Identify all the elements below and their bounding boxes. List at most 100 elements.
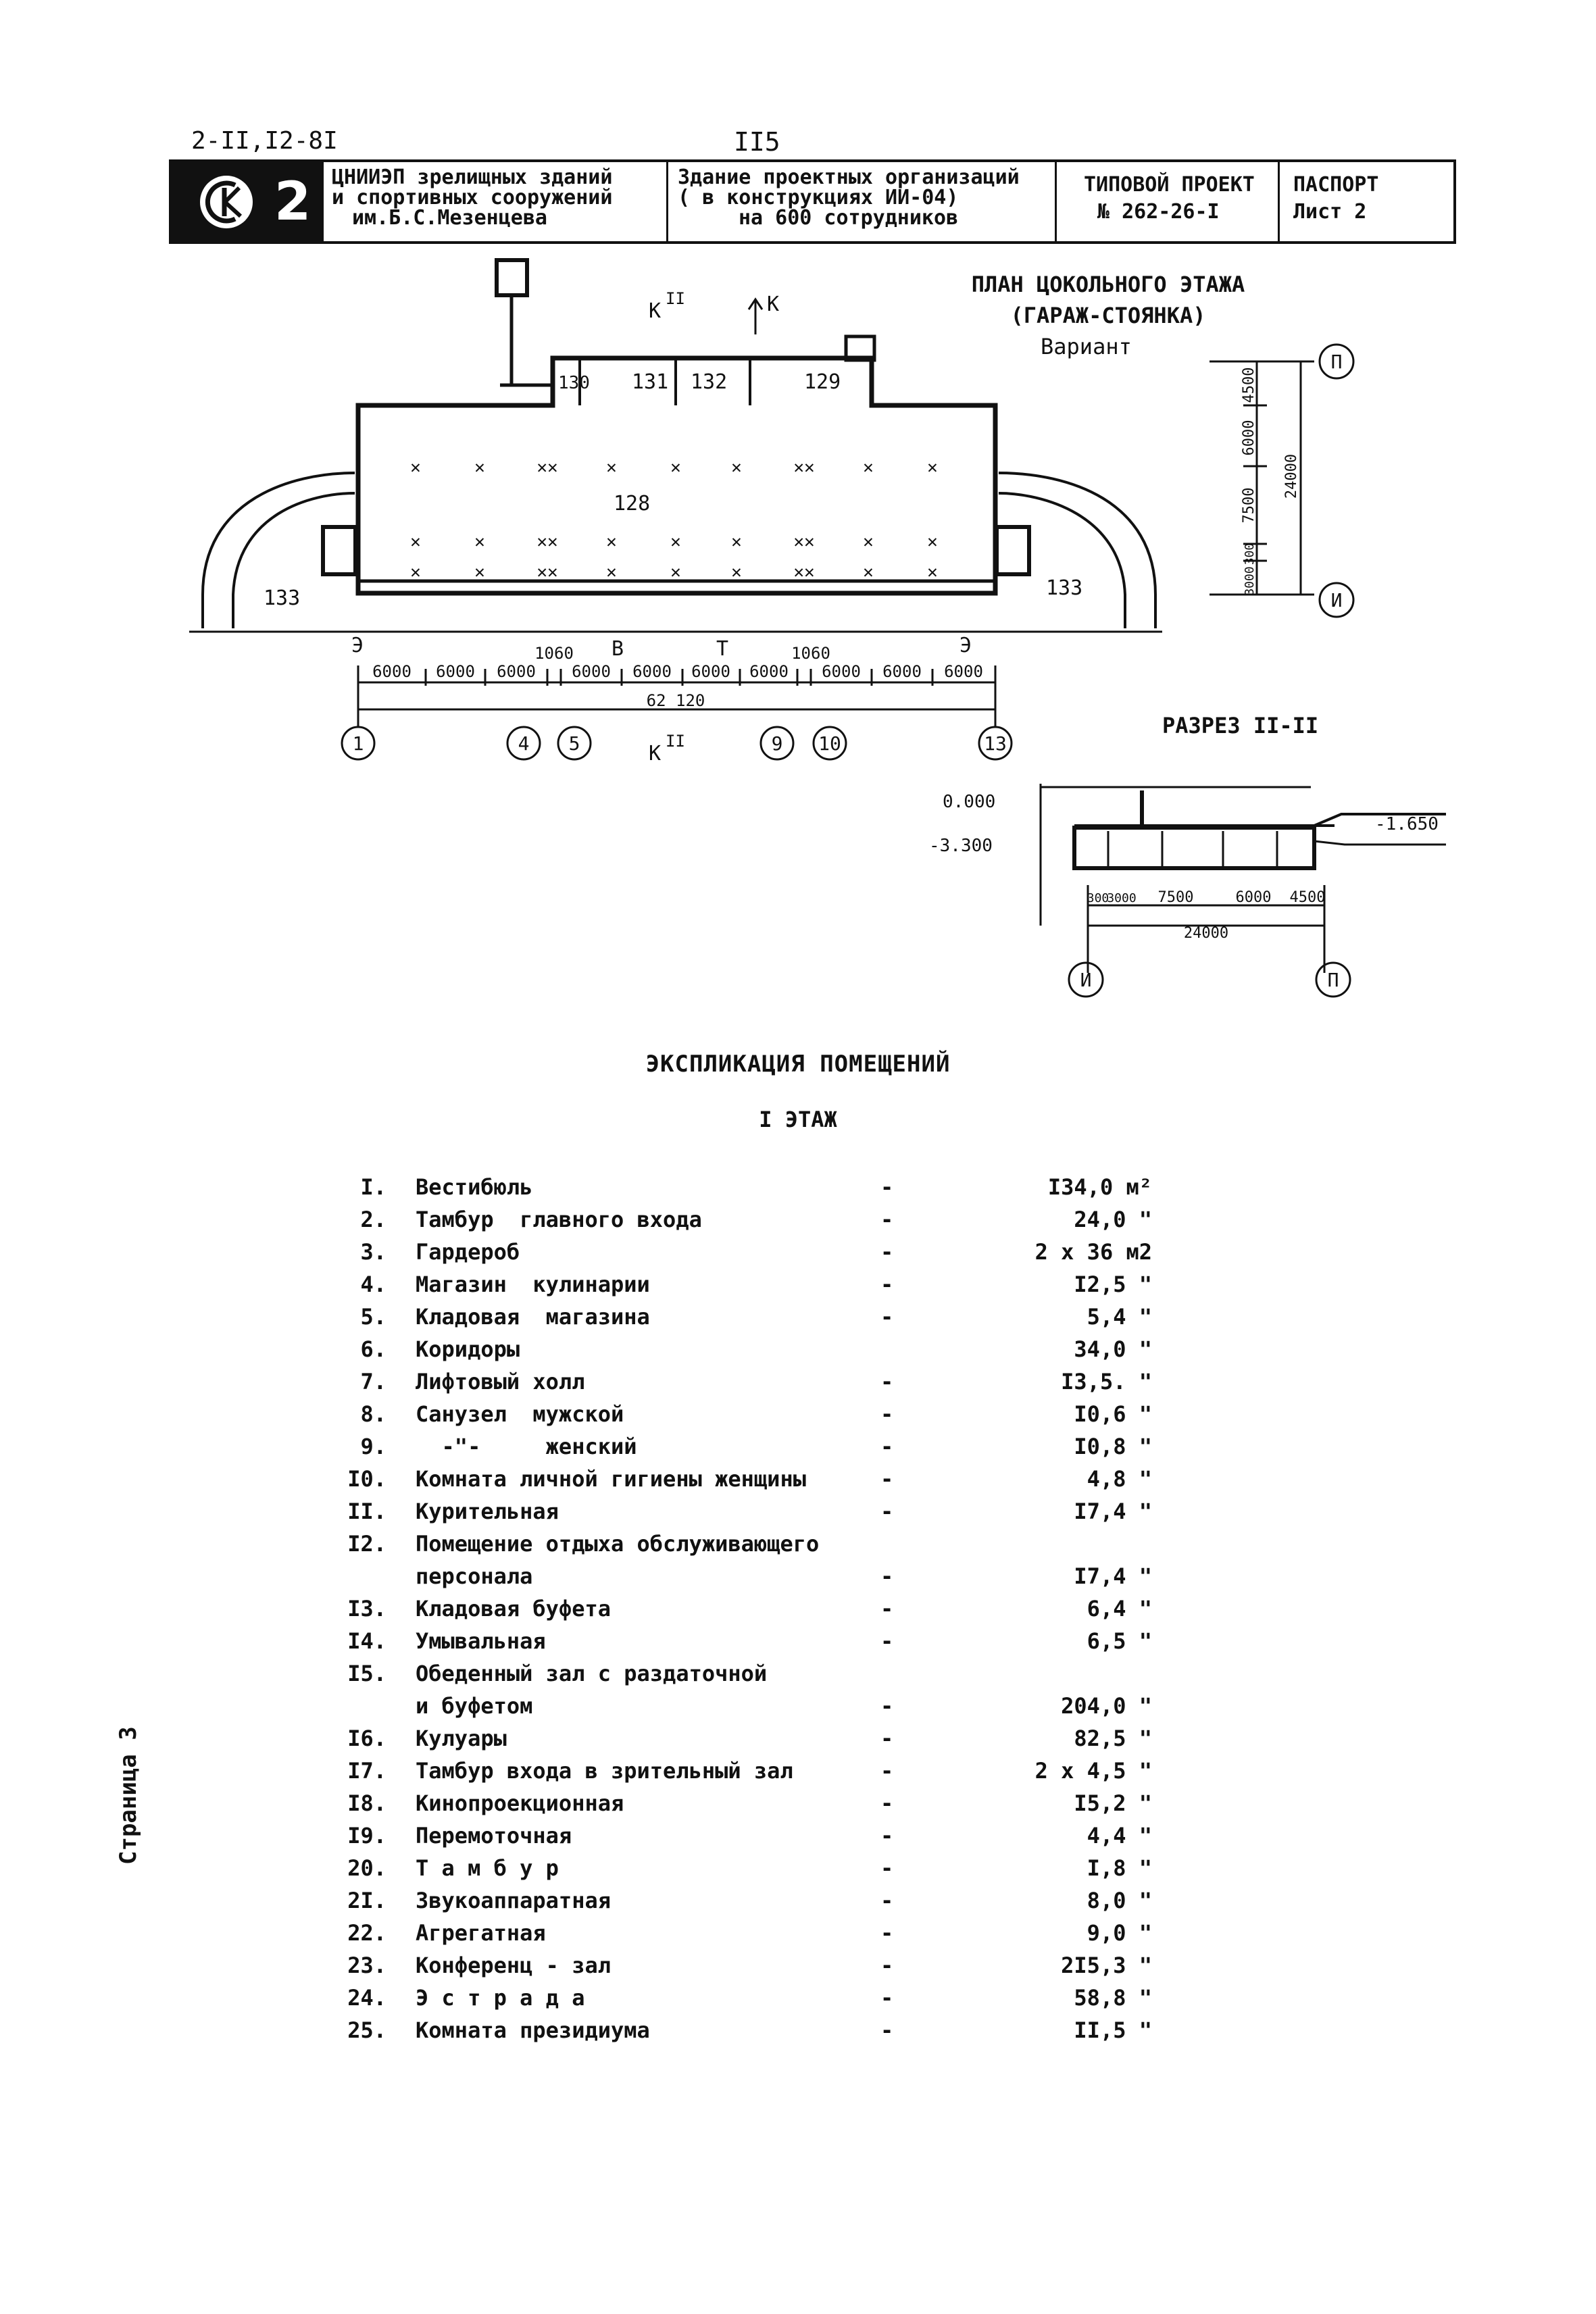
list-item: 4.Магазин кулинарии-I2,5 " [324,1272,1203,1304]
list-item: 5.Кладовая магазина-5,4 " [324,1304,1203,1336]
room-num: I0. [347,1466,386,1492]
dim: 6000 [944,662,983,681]
dim: 300 [1087,891,1109,905]
room-area: 34,0 " [1074,1336,1152,1362]
room-num: II. [347,1499,386,1524]
room-dash: - [880,1272,894,1297]
axis-1: 1 [353,732,364,755]
room-dash: - [880,1790,894,1816]
room-dash: - [880,1628,894,1654]
dim: 4500 [1241,368,1257,403]
room-area: 4,4 " [1087,1823,1152,1848]
room-num: 20. [347,1855,386,1881]
section-title: РАЗРЕЗ II-II [1162,713,1318,738]
marker-k-bottom: К [649,742,661,765]
dim: 6000 [691,662,730,681]
room-area: 4,8 " [1087,1466,1152,1492]
list-item: 7.Лифтовый холл-I3,5. " [324,1369,1203,1401]
column-mark: ✕ [927,532,938,552]
room-label-128: 128 [614,492,650,515]
room-name: Тамбур главного входа [416,1207,702,1232]
marker-v: В [612,637,624,661]
list-item: 3.Гардероб-2 х 36 м2 [324,1239,1203,1272]
column-mark: ✕✕ [537,562,557,582]
room-num: I6. [347,1726,386,1751]
room-name: Умывальная [416,1628,546,1654]
room-num: I7. [347,1758,386,1784]
room-area: 6,5 " [1087,1628,1152,1654]
list-item: I6.Кулуары-82,5 " [324,1726,1203,1758]
marker-k-top: К [767,293,779,316]
room-dash: - [880,1563,894,1589]
room-num: 2I. [347,1888,386,1913]
room-name: -"- женский [416,1434,637,1459]
list-item: I9.Перемоточная-4,4 " [324,1823,1203,1855]
dim: 6000 [882,662,922,681]
dim-total: 24000 [1184,925,1228,942]
dim: 6000 [497,662,536,681]
column-mark: ✕✕ [793,562,814,582]
room-num: 2. [360,1207,386,1232]
room-num: 22. [347,1920,386,1946]
room-area: 2 х 4,5 " [1034,1758,1152,1784]
room-label-129: 129 [804,370,841,394]
room-name: Курительная [416,1499,559,1524]
marker-section-top: II [666,289,685,308]
section-axis-p: П [1328,969,1339,991]
dim: 6000 [749,662,789,681]
column-mark: ✕ [863,457,874,478]
marker-t: Т [716,637,728,661]
room-num: 8. [360,1401,386,1427]
list-item: 24.Э с т р а д а-58,8 " [324,1985,1203,2017]
room-num: I4. [347,1628,386,1654]
room-area: 2 х 36 м2 [1034,1239,1152,1265]
sk-logo-icon [200,176,253,228]
dim: 7500 [1158,889,1194,906]
room-name: Санузел мужской [416,1401,624,1427]
column-mark: ✕✕ [537,532,557,552]
room-dash: - [880,1985,894,2011]
room-dash: - [880,1596,894,1621]
room-name: Магазин кулинарии [416,1272,650,1297]
list-item: 25.Комната президиума-II,5 " [324,2017,1203,2050]
list-item: I2.Помещение отдыха обслуживающего [324,1531,1203,1563]
column-mark: ✕✕ [793,457,814,478]
axis-i: И [1331,589,1343,611]
room-area: 2I5,3 " [1061,1953,1152,1978]
plan-outline [355,355,998,596]
room-num: I5. [347,1661,386,1686]
room-dash: - [880,1304,894,1330]
dim: 6000 [372,662,412,681]
room-dash: - [880,1953,894,1978]
dim: 7500 [1241,488,1257,524]
room-area: 5,4 " [1087,1304,1152,1330]
floor-title: I ЭТАЖ [759,1107,837,1132]
room-dash: - [880,1434,894,1459]
room-num: 3. [360,1239,386,1265]
room-num: I2. [347,1531,386,1557]
column-mark: ✕ [474,457,485,478]
stamp-object: Здание проектных организаций( в конструк… [666,162,1055,241]
room-area: I2,5 " [1074,1272,1152,1297]
marker-e-left: Э [351,634,364,657]
list-item: 2I.Звукоаппаратная-8,0 " [324,1888,1203,1920]
room-label-133-right: 133 [1046,576,1082,600]
axis-9: 9 [772,732,783,755]
room-dash: - [880,1920,894,1946]
room-area: 58,8 " [1074,1985,1152,2011]
column-mark: ✕ [731,562,742,582]
room-label-132: 132 [691,370,727,394]
room-dash: - [880,1466,894,1492]
column-mark: ✕ [606,562,617,582]
room-name: Обеденный зал с раздаточной [416,1661,768,1686]
list-item: 22.Агрегатная-9,0 " [324,1920,1203,1953]
room-num: 7. [360,1369,386,1394]
room-label-133-left: 133 [264,586,300,610]
room-dash: - [880,1693,894,1719]
column-mark: ✕ [927,457,938,478]
room-dash: - [880,1726,894,1751]
room-area: 9,0 " [1087,1920,1152,1946]
list-item: I3.Кладовая буфета-6,4 " [324,1596,1203,1628]
room-area: I3,5. " [1061,1369,1152,1394]
